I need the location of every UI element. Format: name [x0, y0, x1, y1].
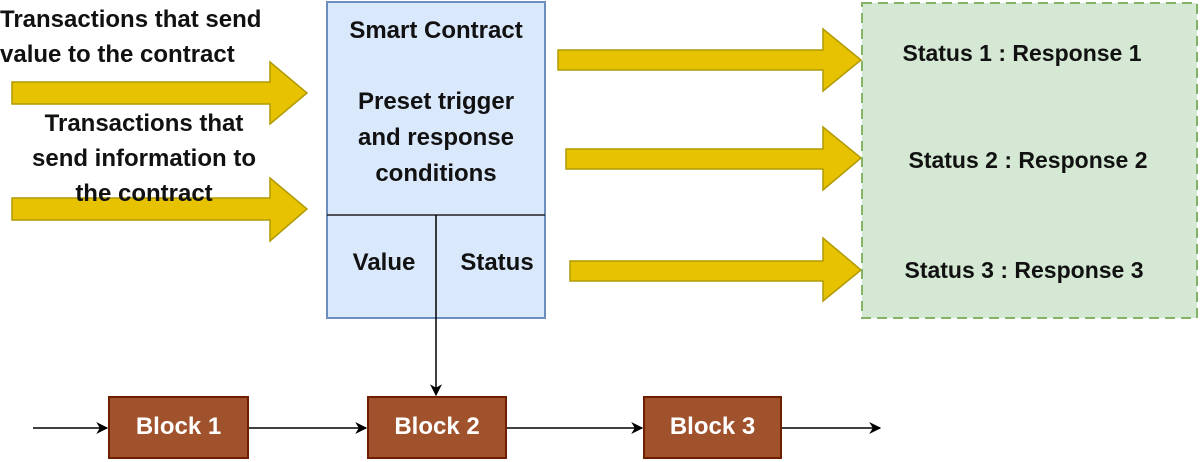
status-1-label: Status 1 : Response 1: [902, 40, 1142, 66]
block-2-box: [367, 396, 507, 459]
value-tx-label: Transactions that send value to the cont…: [0, 6, 262, 68]
value-tx-arrow: [11, 60, 309, 126]
contract-value-label: Value: [352, 249, 416, 276]
info-tx-label: Transactions that send information to th…: [32, 110, 256, 207]
status-2-arrow: [565, 125, 863, 192]
contract-title: Smart Contract: [349, 17, 523, 44]
block-2-label: Block 2: [394, 413, 480, 440]
status-2-label: Status 2 : Response 2: [908, 147, 1148, 173]
block-1-label: Block 1: [135, 413, 222, 440]
status-3-arrow: [569, 236, 863, 303]
block-3-label: Block 3: [669, 413, 756, 440]
block-3-box: [643, 396, 782, 459]
contract-conditions: Preset trigger and response conditions: [357, 88, 515, 187]
info-tx-arrow: [11, 176, 309, 243]
contract-status-label: Status: [460, 249, 534, 276]
block-1-box: [108, 396, 249, 459]
status-1-arrow: [557, 27, 863, 93]
status-3-label: Status 3 : Response 3: [904, 257, 1144, 283]
status-container: [861, 2, 1198, 319]
